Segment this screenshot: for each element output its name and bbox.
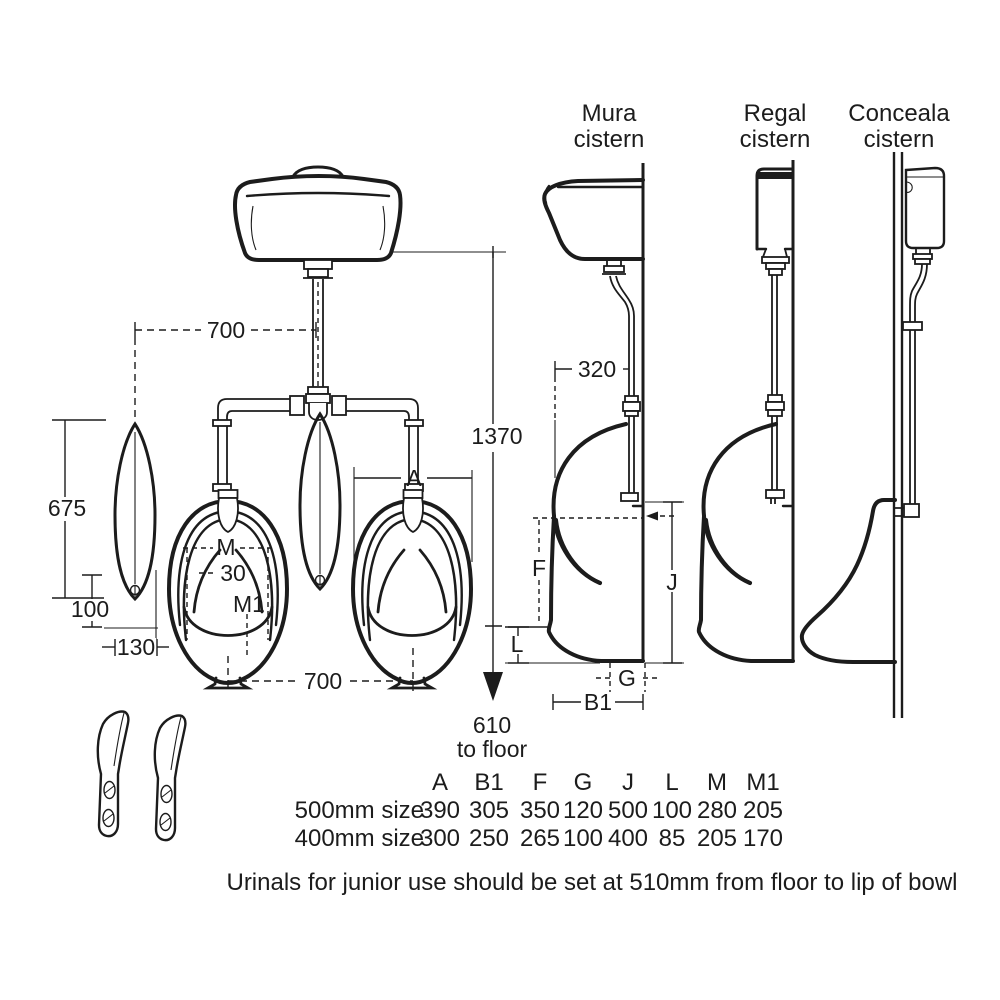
dim-division-clearance-100: 100 (71, 574, 158, 629)
conceala-cistern (904, 166, 946, 265)
size-table: A B1 F G J L M M1 500mm size 390 305 350… (295, 769, 783, 852)
table-cell: 390 (420, 797, 460, 824)
dim-label-675: 675 (48, 495, 86, 521)
table-cell: 265 (520, 825, 560, 852)
table-header-a: A (432, 769, 448, 796)
conceala-flush-pipe (895, 263, 928, 518)
mura-section: 320 F J L (505, 163, 684, 715)
table-header-m: M (707, 769, 727, 796)
table-header-j: J (622, 769, 634, 796)
table-cell: 170 (743, 825, 783, 852)
conceala-header-line2: cistern (864, 126, 935, 153)
dim-label-b1: B1 (584, 689, 612, 715)
table-cell: 500 (608, 797, 648, 824)
conceala-header-line1: Conceala (848, 100, 950, 127)
column-headers: Mura cistern Regal cistern Conceala cist… (574, 100, 951, 153)
dim-l: L (505, 626, 600, 664)
table-cell: 305 (469, 797, 509, 824)
table-cell: 205 (743, 797, 783, 824)
mura-header-line1: Mura (582, 100, 637, 127)
table-row-label-500: 500mm size (295, 797, 424, 824)
dim-division-offset-130: 130 (102, 570, 169, 660)
dim-label-f: F (532, 555, 546, 581)
regal-cistern (755, 167, 795, 276)
down-arrowhead-icon (483, 672, 503, 701)
dim-label-j: J (666, 569, 678, 595)
table-cell: 400 (608, 825, 648, 852)
floor-text: to floor (457, 736, 528, 762)
dim-top-centres-700: 700 (134, 317, 317, 420)
table-cell: 250 (469, 825, 509, 852)
dim-bowl-internal-refs: M 30 M1 (183, 534, 272, 658)
dim-label-700-top: 700 (207, 317, 245, 343)
table-cell: 350 (520, 797, 560, 824)
table-row-label-400: 400mm size (295, 825, 424, 852)
footnote: Urinals for junior use should be set at … (226, 869, 957, 896)
table-header-g: G (574, 769, 593, 796)
regal-section (696, 160, 795, 663)
dim-bowl-centres-700: 700 (227, 648, 414, 694)
table-cell: 280 (697, 797, 737, 824)
main-cistern (233, 165, 403, 262)
table-cell: 300 (420, 825, 460, 852)
dim-j: J (645, 501, 684, 664)
dim-division-height-675: 675 (48, 419, 106, 599)
dim-label-g: G (618, 665, 636, 691)
dim-label-l: L (511, 631, 524, 657)
dim-label-a: A (406, 465, 422, 491)
dim-label-m1: M1 (233, 591, 265, 617)
mura-header-line2: cistern (574, 126, 645, 153)
regal-flush-pipe (765, 275, 785, 504)
dim-inlet-320: 320 (554, 356, 629, 478)
table-cell: 85 (659, 825, 686, 852)
regal-header-line2: cistern (740, 126, 811, 153)
mura-flush-pipe (602, 259, 641, 502)
table-cell: 100 (563, 825, 603, 852)
dim-label-1370: 1370 (471, 423, 522, 449)
table-cell: 120 (563, 797, 603, 824)
table-header-b1: B1 (474, 769, 503, 796)
table-cell: 205 (697, 825, 737, 852)
table-header-f: F (533, 769, 548, 796)
dim-label-700-bottom: 700 (304, 668, 342, 694)
dim-overall-height-1370: 1370 610 to floor (392, 246, 527, 762)
tee-junction (289, 393, 347, 421)
conceala-bowl-side-view (799, 498, 897, 664)
dim-g: G (596, 663, 660, 692)
dim-label-320: 320 (578, 356, 616, 382)
inlet-position-arrow (646, 511, 676, 521)
flush-pipe (303, 259, 333, 395)
mura-cistern (542, 178, 645, 261)
dim-label-130: 130 (117, 634, 155, 660)
table-cell: 100 (652, 797, 692, 824)
spreader-left (217, 489, 239, 533)
conceala-section (799, 152, 946, 718)
dim-label-30: 30 (220, 560, 246, 586)
dim-label-100: 100 (71, 596, 109, 622)
dim-label-m: M (216, 534, 235, 560)
table-header-l: L (665, 769, 678, 796)
dim-bowl-width-A: A (353, 465, 473, 562)
table-header-m1: M1 (746, 769, 779, 796)
floor-value-610: 610 (473, 712, 511, 738)
spreader-right (402, 489, 424, 533)
dim-b1: B1 (552, 689, 644, 715)
regal-header-line1: Regal (744, 100, 807, 127)
